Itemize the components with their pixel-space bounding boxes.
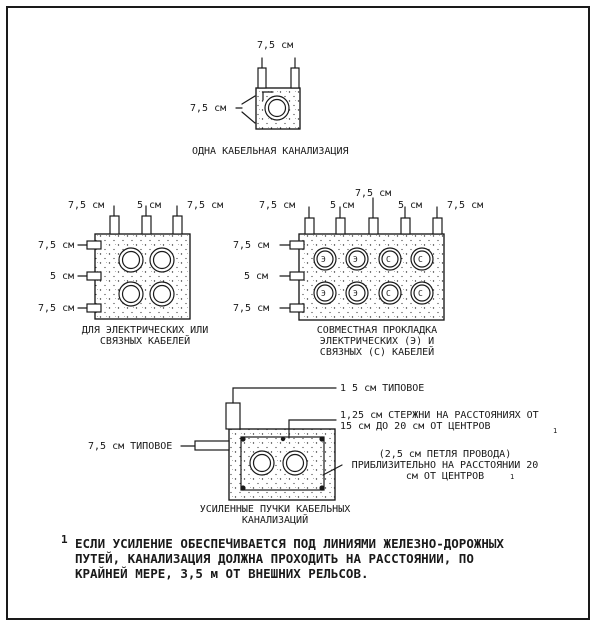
fig4-leader-3	[322, 464, 343, 476]
fig2-side-leaders	[77, 244, 88, 309]
fig3-top-label-4: 7,5 см	[447, 200, 484, 211]
fig3-spacer-5	[432, 217, 443, 235]
fig3-top-leaders	[308, 197, 438, 219]
fig2-top-label-3: 7,5 см	[187, 200, 224, 211]
fig1-top-label: 7,5 см	[257, 40, 294, 51]
fig3-spacer-4	[400, 217, 411, 235]
fig4-label-2: 1,25 см СТЕРЖНИ НА РАССТОЯНИЯХ ОТ 15 см …	[340, 410, 539, 432]
fig3-top-center-label: 7,5 см	[355, 188, 392, 199]
fig3-spacer-3	[368, 217, 379, 235]
fig3-letter-7: С	[386, 289, 391, 298]
fig1-spacer-left	[257, 67, 267, 89]
fig2-four-ducts	[77, 205, 191, 320]
fig3-caption: СОВМЕСТНАЯ ПРОКЛАДКА ЭЛЕКТРИЧЕСКИХ (Э) И…	[316, 325, 438, 358]
fig4-block-outline	[228, 428, 336, 501]
fig3-letter-5: Э	[321, 289, 326, 298]
fig3-spacer-1	[304, 217, 315, 235]
fig2-side-spacer-3	[86, 303, 102, 313]
fig3-letter-8: С	[418, 289, 423, 298]
fig2-spacer-2	[141, 215, 152, 235]
fig1-block-outline	[255, 87, 301, 130]
fig4-footnote-mark-1: 1	[553, 427, 558, 435]
fig3-side-label-3: 7,5 см	[233, 303, 270, 314]
fig4-caption: УСИЛЕННЫЕ ПУЧКИ КАБЕЛЬНЫХ КАНАЛИЗАЦИЙ	[199, 504, 351, 526]
fig2-side-label-3: 7,5 см	[38, 303, 75, 314]
fig1-conduit-inner	[267, 98, 287, 118]
fig2-spacer-1	[109, 215, 120, 235]
fig3-top-label-2: 5 см	[330, 200, 355, 211]
footnote-mark: 1	[61, 533, 68, 546]
fig3-top-label-1: 7,5 см	[259, 200, 296, 211]
fig3-side-spacer-2	[289, 271, 305, 281]
fig1-caption: ОДНА КАБЕЛЬНАЯ КАНАЛИЗАЦИЯ	[192, 146, 349, 157]
fig3-top-label-3: 5 см	[398, 200, 423, 211]
fig1-side-label: 7,5 см	[190, 103, 227, 114]
fig3-side-spacer-1	[289, 240, 305, 250]
fig3-letter-1: Э	[321, 255, 326, 264]
fig2-side-label-1: 7,5 см	[38, 240, 75, 251]
fig4-top-spacer	[225, 402, 241, 430]
fig3-letter-3: С	[386, 255, 391, 264]
fig3-side-leaders	[279, 244, 291, 309]
fig3-letter-6: Э	[353, 289, 358, 298]
fig1-corner-mark	[262, 91, 274, 101]
fig3-letter-4: С	[418, 255, 423, 264]
fig4-left-label: 7,5 см ТИПОВОЕ	[88, 441, 173, 452]
fig4-rebars	[240, 436, 325, 491]
fig2-top-label-2: 5 см	[137, 200, 162, 211]
fig2-spacer-3	[172, 215, 183, 235]
fig4-leader-1	[232, 387, 337, 404]
fig1-single-duct	[235, 57, 301, 130]
fig4-label-3: (2,5 см ПЕТЛЯ ПРОВОДА) ПРИБЛИЗИТЕЛЬНО НА…	[351, 449, 539, 482]
fig1-top-leaders	[261, 57, 296, 69]
figure-frame	[6, 6, 590, 620]
fig3-spacer-2	[335, 217, 346, 235]
fig4-reinforced-bank	[180, 387, 343, 501]
fig4-footnote-mark-2: 1	[510, 473, 515, 481]
fig1-spacer-right	[290, 67, 300, 89]
fig3-concrete-block	[298, 233, 445, 321]
fig2-side-label-2: 5 см	[50, 271, 75, 282]
fig2-top-label-1: 7,5 см	[68, 200, 105, 211]
fig3-side-spacer-3	[289, 303, 305, 313]
fig3-combined-ducts	[279, 197, 445, 321]
footnote-text: ЕСЛИ УСИЛЕНИЕ ОБЕСПЕЧИВАЕТСЯ ПОД ЛИНИЯМИ…	[75, 536, 504, 581]
fig4-leader-2	[288, 419, 337, 439]
fig3-side-label-2: 5 см	[244, 271, 269, 282]
fig3-letter-2: Э	[353, 255, 358, 264]
fig2-caption: ДЛЯ ЭЛЕКТРИЧЕСКИХ ИЛИ СВЯЗНЫХ КАБЕЛЕЙ	[81, 325, 209, 347]
fig3-side-label-1: 7,5 см	[233, 240, 270, 251]
fig1-side-leaders	[235, 95, 256, 124]
fig2-concrete-block	[94, 233, 191, 320]
fig2-top-leaders	[113, 205, 178, 217]
fig4-label-1: 1 5 см ТИПОВОЕ	[340, 383, 425, 394]
fig2-side-spacer-2	[86, 271, 102, 281]
fig4-side-spacer	[194, 440, 230, 451]
fig2-side-spacer-1	[86, 240, 102, 250]
